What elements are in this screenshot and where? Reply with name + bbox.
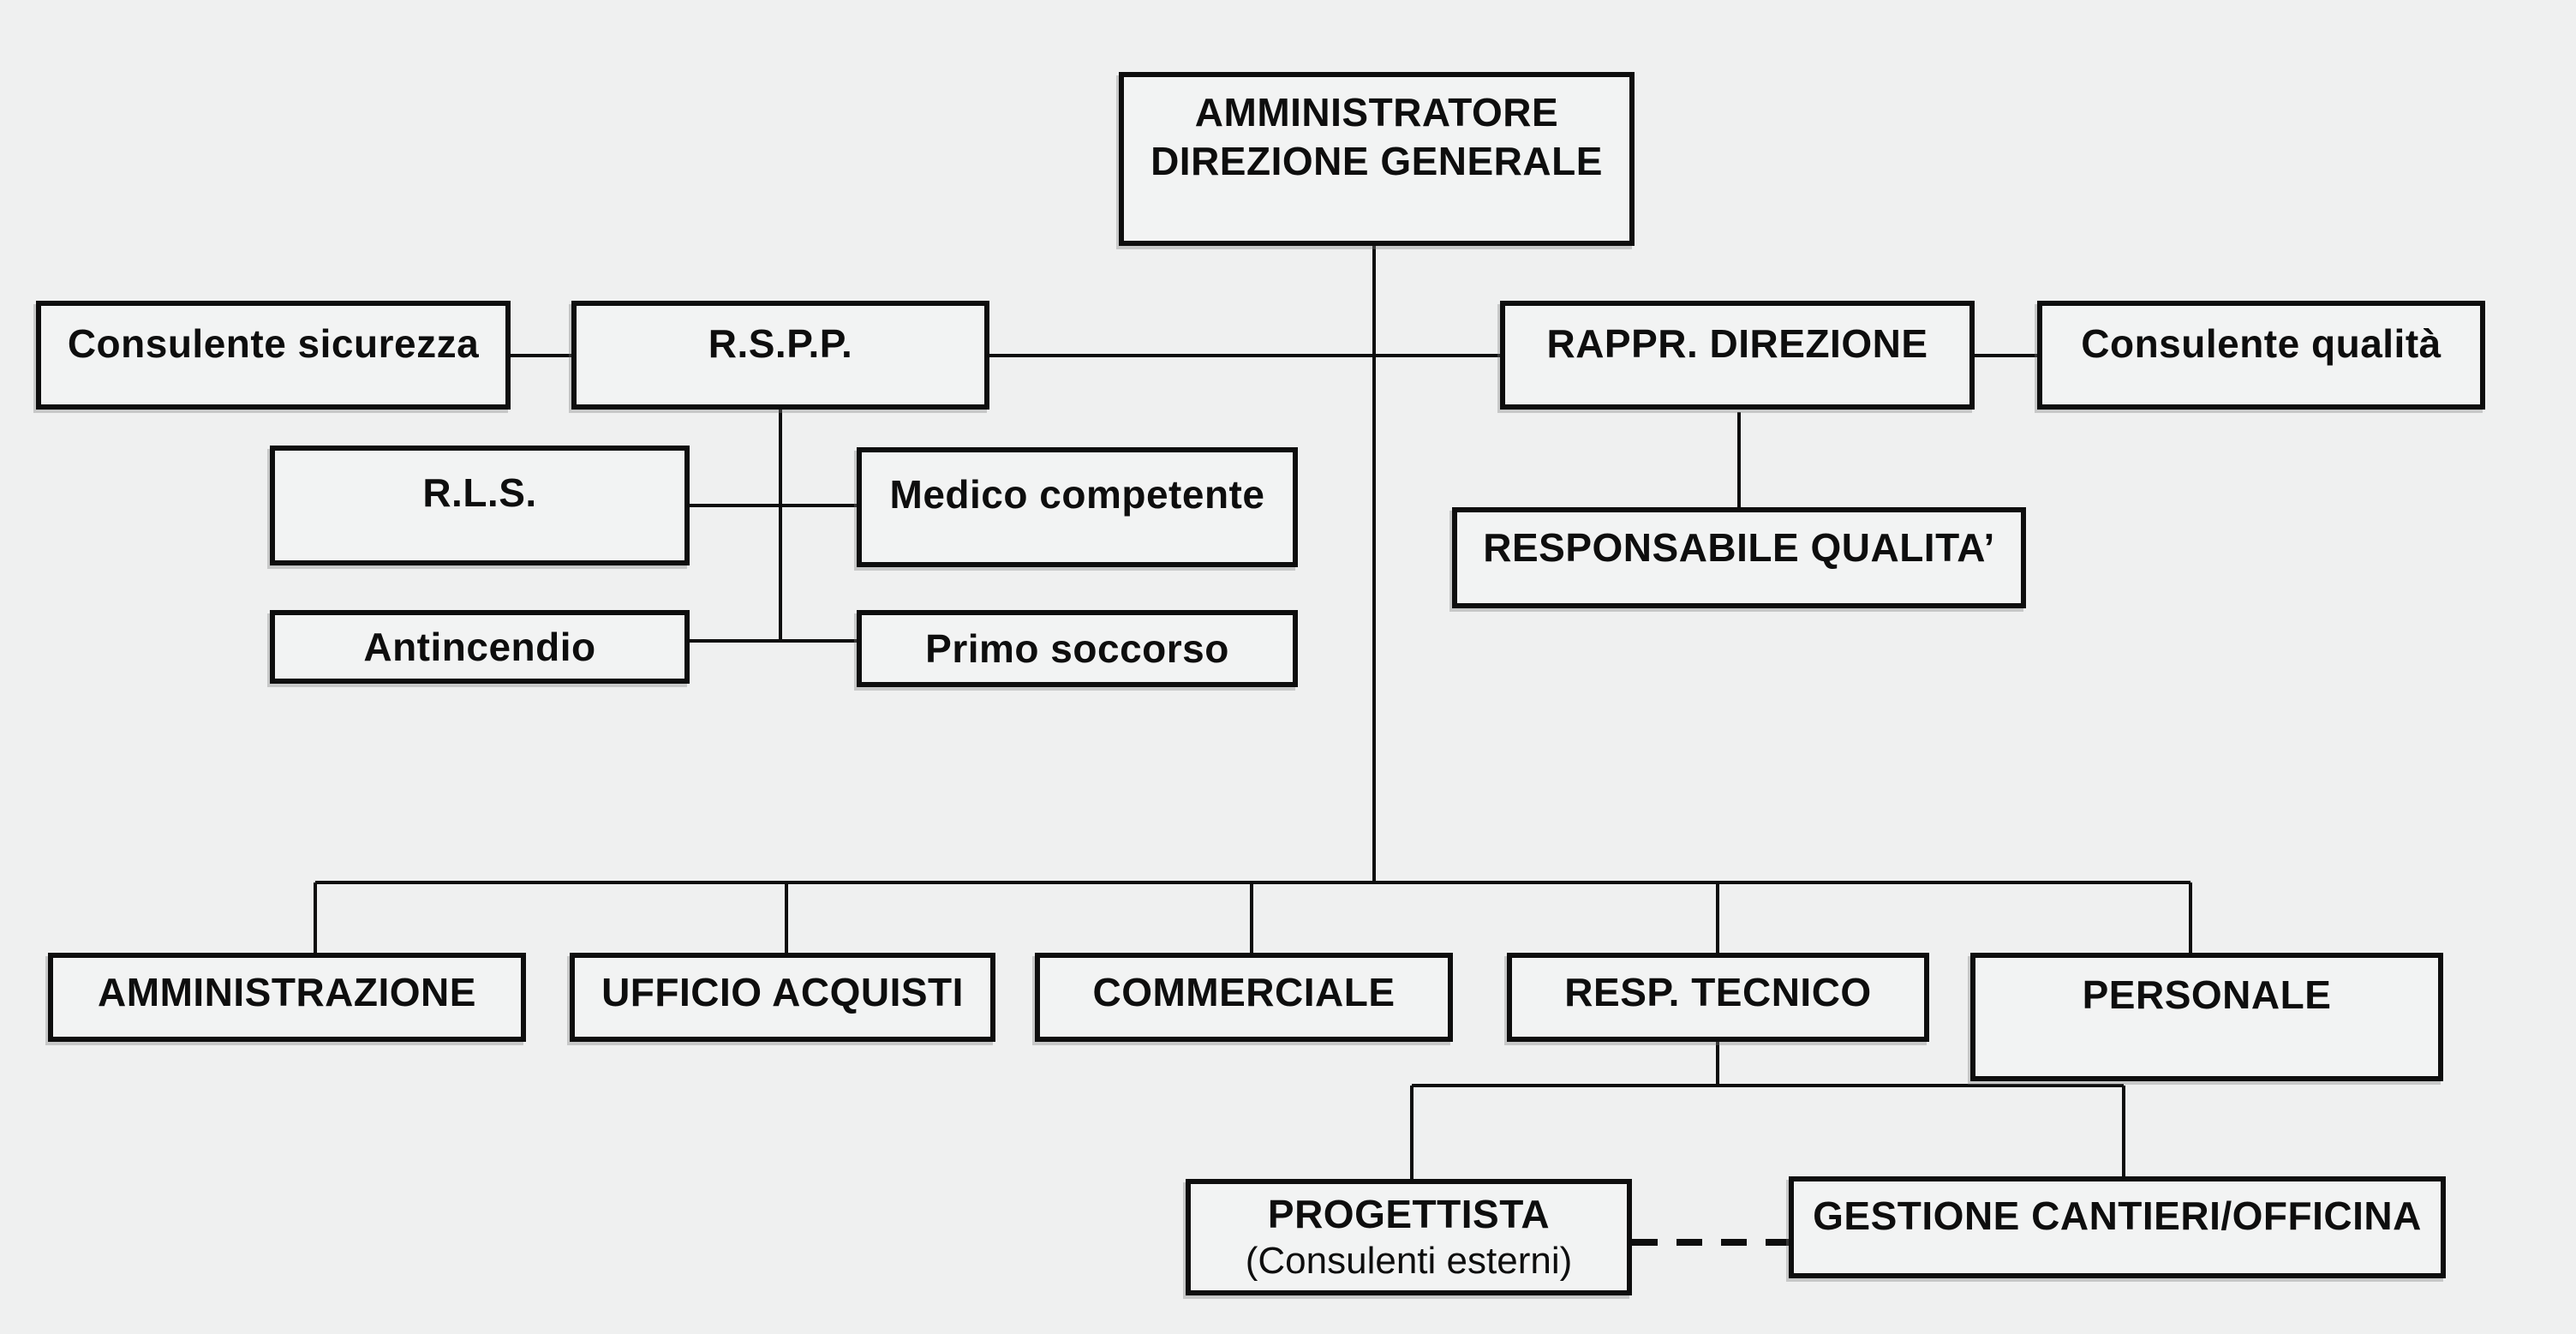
org-box-resp-tecnico: RESP. TECNICO <box>1507 953 1929 1042</box>
org-box-label: Medico competente <box>889 471 1265 517</box>
org-box-label: COMMERCIALE <box>1092 969 1396 1014</box>
org-box-medico-competente: Medico competente <box>857 447 1298 567</box>
org-box-sublabel: (Consulenti esterni) <box>1245 1240 1573 1283</box>
org-box-label: AMMINISTRAZIONE <box>98 969 476 1014</box>
org-box-responsabile-qualita: RESPONSABILE QUALITA’ <box>1452 507 2026 608</box>
org-box-gestione-cantieri-officina: GESTIONE CANTIERI/OFFICINA <box>1789 1176 2446 1278</box>
org-box-rspp: R.S.P.P. <box>571 301 989 410</box>
org-box-commerciale: COMMERCIALE <box>1035 953 1453 1042</box>
org-box-label: RESPONSABILE QUALITA’ <box>1483 524 1995 570</box>
org-box-personale: PERSONALE <box>1970 953 2443 1081</box>
org-box-amministrazione: AMMINISTRAZIONE <box>48 953 526 1042</box>
org-box-label: UFFICIO ACQUISTI <box>601 969 964 1014</box>
org-box-primo-soccorso: Primo soccorso <box>857 610 1298 687</box>
org-box-consulente-qualita: Consulente qualità <box>2037 301 2485 410</box>
org-box-consulente-sicurezza: Consulente sicurezza <box>36 301 511 410</box>
org-box-rappr-direzione: RAPPR. DIREZIONE <box>1500 301 1975 410</box>
tree-connectors <box>314 246 2192 1179</box>
org-box-label: Antincendio <box>363 624 596 669</box>
org-box-label: PROGETTISTA <box>1267 1192 1551 1237</box>
org-box-progettista: PROGETTISTA (Consulenti esterni) <box>1186 1179 1632 1295</box>
org-box-label: Primo soccorso <box>925 625 1229 671</box>
org-box-label: DIREZIONE GENERALE <box>1151 138 1603 183</box>
org-box-antincendio: Antincendio <box>270 610 690 684</box>
org-box-rls: R.L.S. <box>270 446 690 565</box>
org-box-ufficio-acquisti: UFFICIO ACQUISTI <box>570 953 995 1042</box>
org-box-label: R.L.S. <box>422 470 537 515</box>
org-box-label: AMMINISTRATORE <box>1194 90 1559 135</box>
org-box-label: RESP. TECNICO <box>1564 969 1872 1014</box>
org-box-label: RAPPR. DIREZIONE <box>1546 321 1928 367</box>
org-box-amministratore-direzione-generale: AMMINISTRATORE DIREZIONE GENERALE <box>1119 72 1635 246</box>
org-box-label: R.S.P.P. <box>708 321 853 367</box>
org-box-label: Consulente qualità <box>2081 321 2442 367</box>
org-box-label: Consulente sicurezza <box>67 321 480 367</box>
org-box-label: PERSONALE <box>2082 972 2332 1017</box>
org-box-label: GESTIONE CANTIERI/OFFICINA <box>1813 1193 2422 1239</box>
